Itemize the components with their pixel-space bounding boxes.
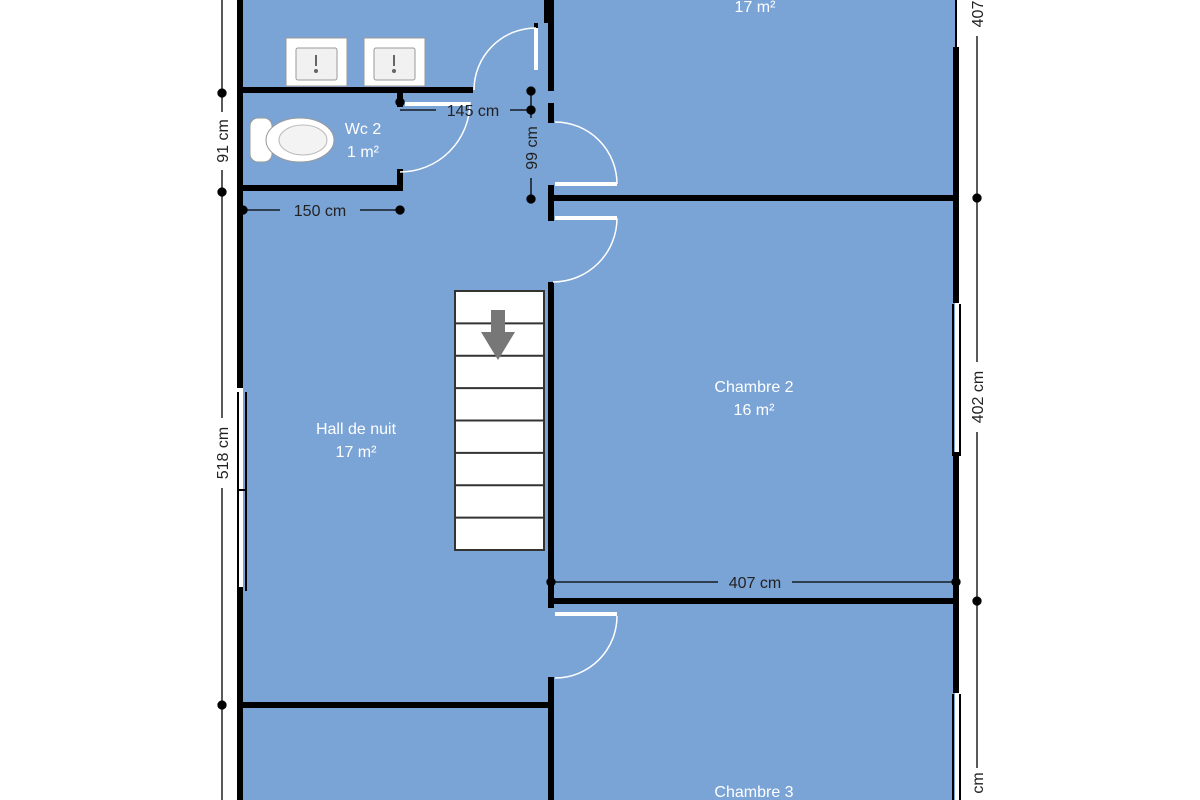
dim-top-right: 407 [970, 1, 987, 28]
floor-chambre-3 [551, 603, 955, 800]
toilet-icon [249, 117, 335, 163]
dimension-labels: 145 cm 150 cm 407 cm 99 cm 91 cm 518 cm … [215, 1, 987, 794]
dim-wc-width-left: 145 cm [447, 103, 499, 120]
door-bath-arc [473, 27, 537, 91]
dimension-label-masks [210, 0, 989, 800]
wc2-area: 1 m² [347, 144, 380, 161]
top-room-area: 17 m² [735, 0, 777, 16]
sink-icon [363, 37, 426, 87]
dim-wc-width-bottom: 150 cm [294, 203, 346, 220]
dim-chambre2-height: 402 cm [970, 371, 987, 423]
hall-name: Hall de nuit [316, 421, 397, 438]
door-top-room-arc [554, 121, 618, 185]
chambre2-area: 16 m² [734, 402, 776, 419]
floor-top-room [551, 0, 955, 197]
chambre2-name: Chambre 2 [714, 379, 793, 396]
dim-wc-height-left: 91 cm [215, 119, 232, 163]
dim-chambre2-width: 407 cm [729, 575, 781, 592]
sink-icon [285, 37, 348, 87]
dim-wc-depth: 99 cm [524, 126, 541, 170]
floor-areas [243, 0, 955, 800]
stairs-down-arrow-icon [481, 310, 515, 360]
door-chambre3-arc [554, 615, 618, 679]
dim-hall-height: 518 cm [215, 427, 232, 479]
sinks [285, 37, 426, 87]
doors [399, 27, 618, 679]
wc2-name: Wc 2 [345, 121, 382, 138]
floor-chambre-2 [551, 201, 955, 599]
room-labels: 17 m² Wc 2 1 m² Hall de nuit 17 m² Chamb… [316, 0, 794, 800]
door-wc-arc [399, 101, 471, 173]
hall-area: 17 m² [336, 444, 378, 461]
dim-bottom-right: cm [970, 772, 987, 793]
walls [237, 0, 961, 800]
door-hall-arc [552, 217, 618, 283]
chambre3-name: Chambre 3 [714, 784, 793, 800]
stairs [454, 290, 545, 551]
